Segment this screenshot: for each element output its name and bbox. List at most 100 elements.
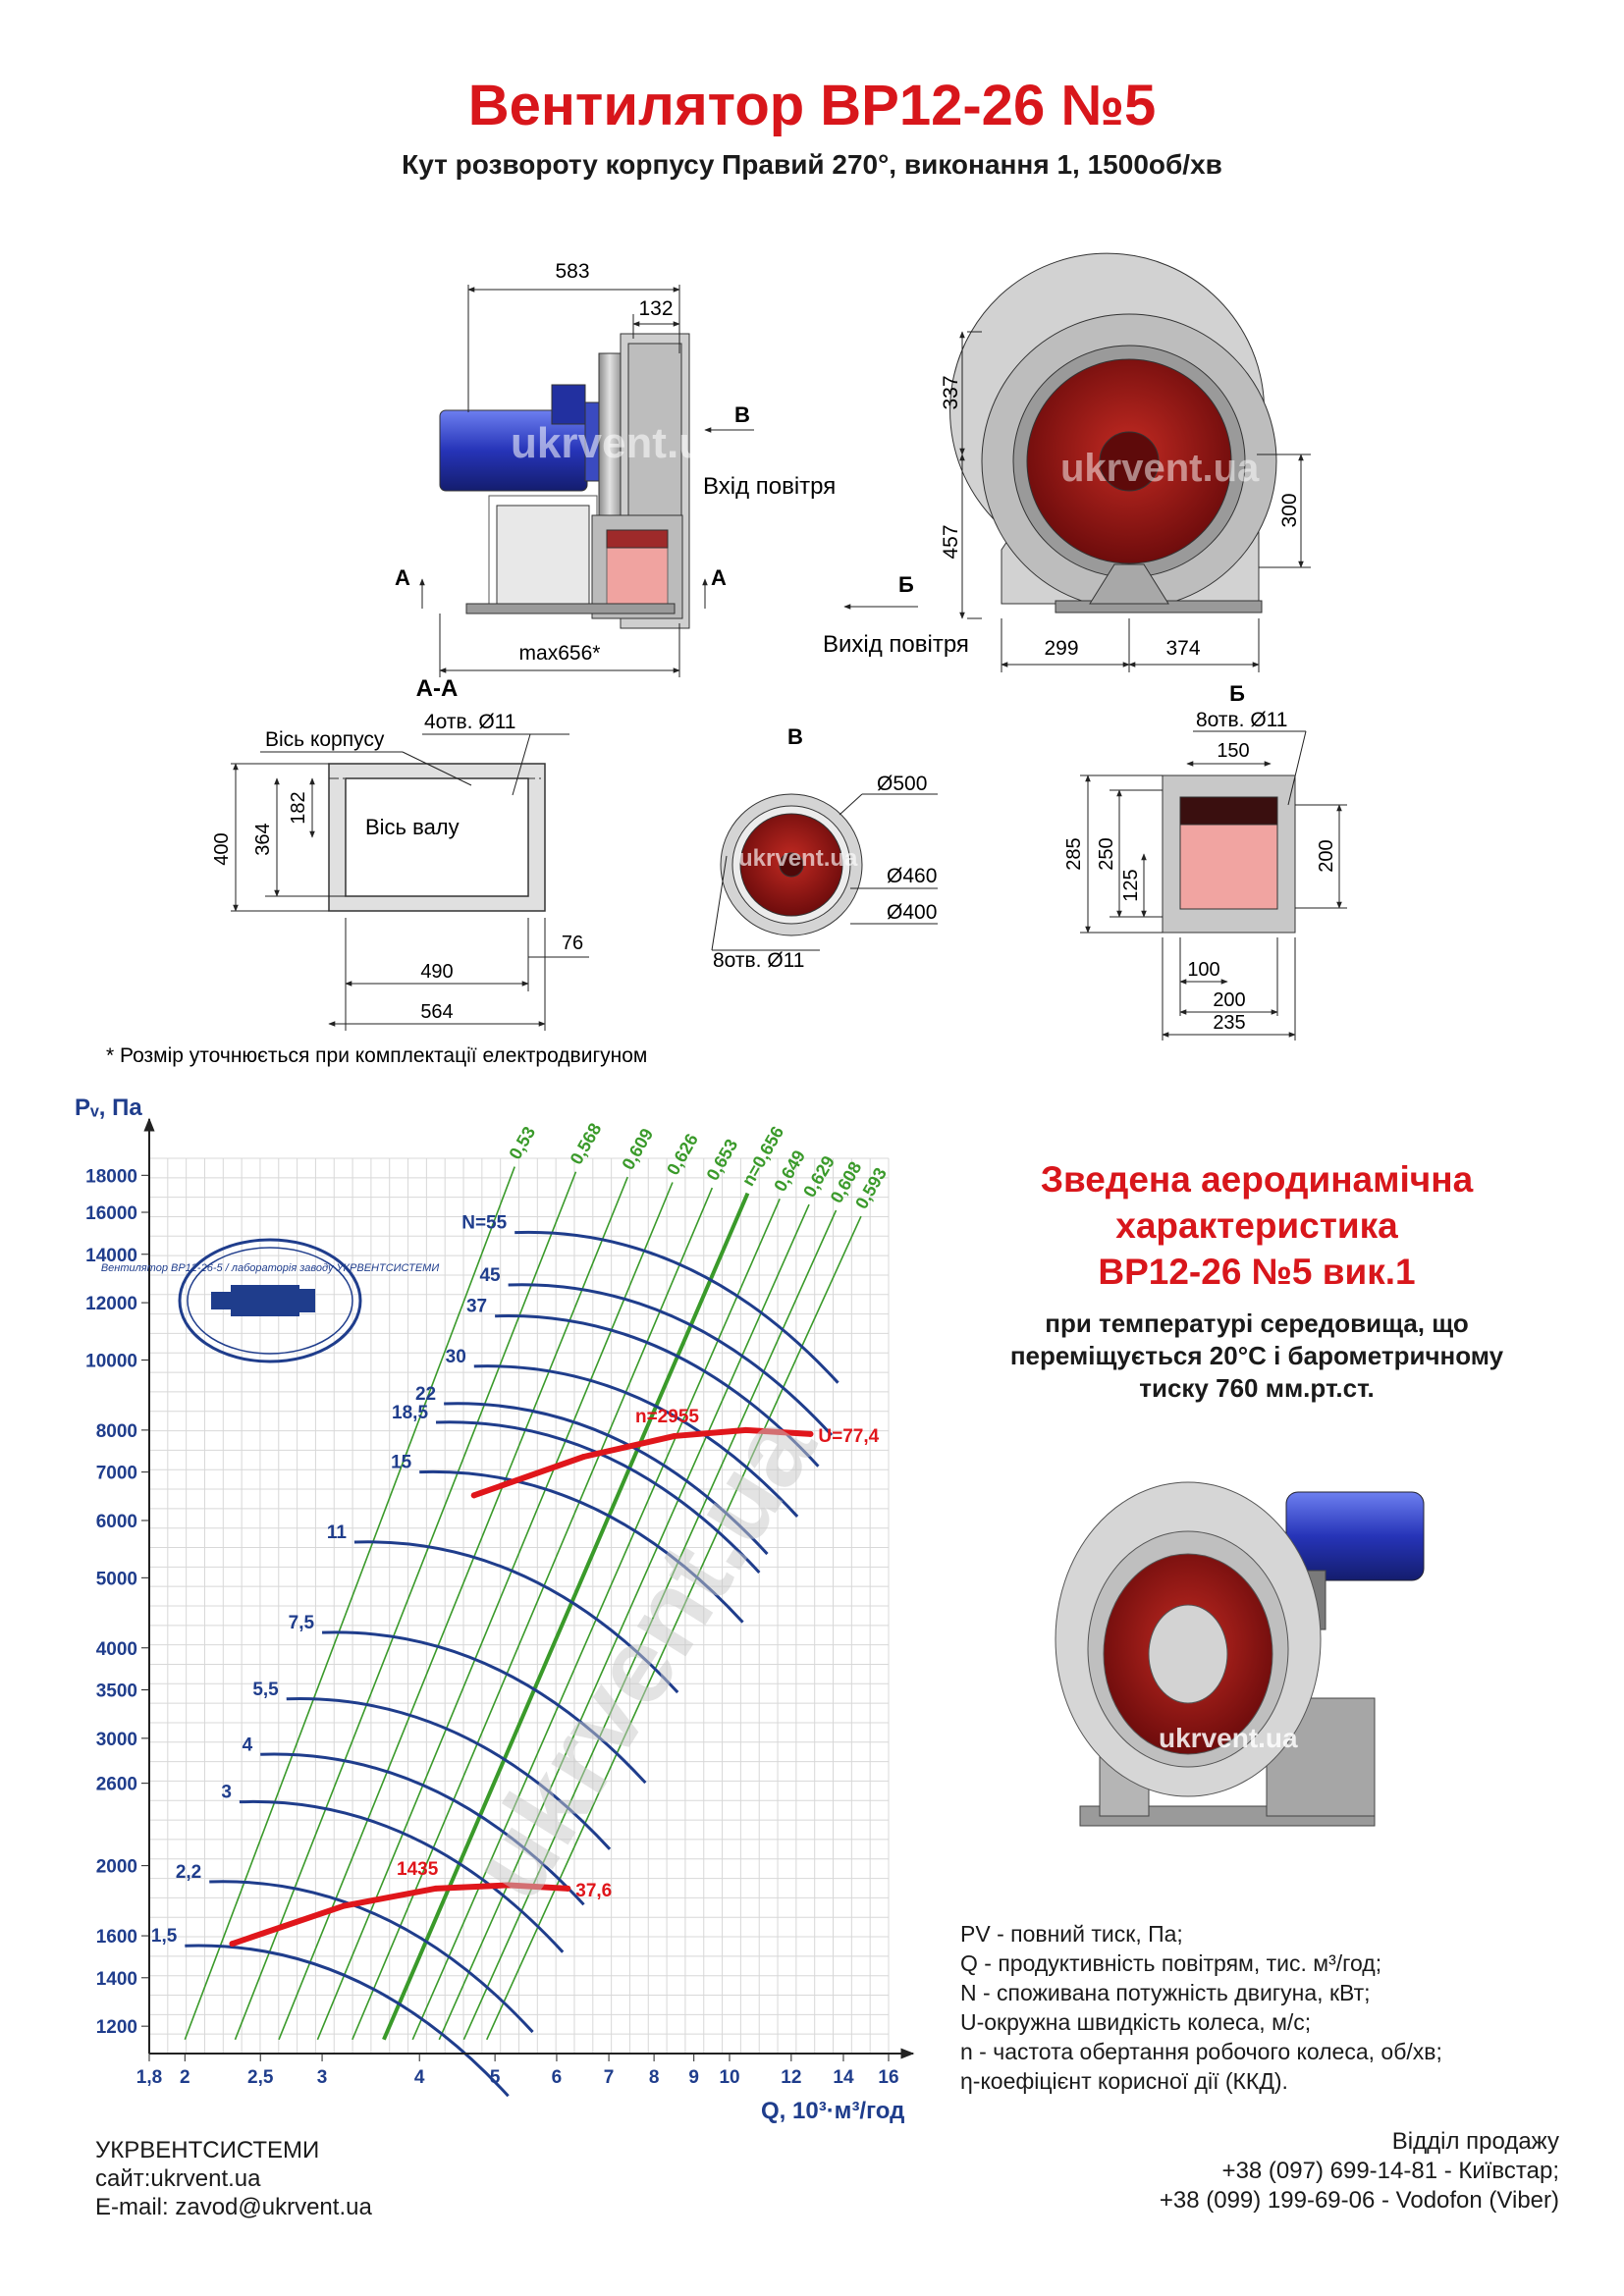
series-name-label: n=2955 [635,1407,699,1427]
efficiency-label: 0,609 [618,1125,657,1173]
dim-374: 374 [1165,637,1200,660]
y-tick-label: 16000 [85,1203,137,1224]
series-point [742,1426,749,1433]
dim-d460: Ø460 [887,865,937,887]
dim-337: 337 [940,375,962,409]
chart-series [229,1426,814,1948]
dim-564: 564 [420,1001,453,1023]
y-tick-label: 12000 [85,1294,137,1314]
efficiency-line [462,1209,838,2041]
chart-title-line-1: Зведена аеродинамічна [1040,1159,1474,1200]
side-view [439,333,690,629]
conditions-line-3: тиску 760 мм.рт.ст. [1139,1373,1375,1403]
dim-76: 76 [562,933,583,954]
product-watermark: ukrvent.ua [1159,1723,1298,1753]
x-tick-label: 12 [781,2067,801,2088]
chart-title-line-3: ВР12-26 №5 вик.1 [1098,1252,1416,1292]
dim-583: 583 [555,260,589,283]
series-point [341,1902,348,1909]
y-tick-label: 2000 [96,1857,137,1878]
section-a-marker-left: А [395,565,410,590]
dim-100: 100 [1187,959,1219,981]
dim-d500: Ø500 [877,773,927,795]
dim-200-horizontal: 200 [1213,989,1245,1011]
efficiency-label: 0,626 [663,1130,702,1178]
y-tick-label: 1200 [96,2017,137,2038]
company-site[interactable]: сайт:ukrvent.ua [95,2165,261,2192]
x-tick-label: 8 [649,2067,660,2088]
power-curve [495,1313,820,1468]
sales-contacts: Відділ продажу +38 (097) 699-14-81 - Киї… [1160,2127,1559,2216]
x-tick-label: 14 [833,2067,854,2088]
x-tick-label: 10 [719,2067,739,2088]
outlet-label: Вихід повітря [823,631,969,658]
dim-285: 285 [1063,837,1085,870]
series-point [671,1432,677,1439]
series-point [580,1454,587,1461]
watermark-v: ukrvent.ua [738,845,858,872]
power-curve [322,1630,647,1785]
series-point [229,1941,236,1948]
product-illustration: ukrvent.ua [1055,1481,1425,1827]
power-curve [435,1420,761,1575]
x-tick-label: 7 [604,2067,615,2088]
technical-drawings: ukrvent.ua 583 132 max656* В Вхід повітр… [106,252,1347,1067]
power-curve [209,1880,534,2034]
sales-phone-2[interactable]: +38 (099) 199-69-06 - Vodofon (Viber) [1159,2187,1559,2214]
dim-364: 364 [252,823,274,855]
power-curve [508,1283,834,1436]
legend-u: U-окружна швидкість колеса, м/с; [960,2009,1312,2035]
footnote: * Розмір уточнюється при комплектації ел… [106,1044,647,1067]
efficiency-line [438,1203,810,2041]
efficiency-label: 0,53 [505,1123,539,1162]
series-point [470,1492,477,1499]
power-label: 15 [391,1453,412,1473]
series-point [807,1430,814,1437]
x-tick-label: 2 [180,2067,190,2088]
sales-phone-1[interactable]: +38 (097) 699-14-81 - Київстар; [1221,2158,1559,2184]
dim-200-vertical: 200 [1316,839,1337,872]
chart-title: Зведена аеродинамічна характеристика ВР1… [923,1156,1591,1295]
power-curve [286,1697,612,1850]
conditions-line-2: переміщується 20°C і барометричному [1009,1341,1504,1370]
y-tick-label: 4000 [96,1639,137,1660]
holes-4-label: 4отв. Ø11 [424,711,515,733]
y-tick-label: 8000 [96,1421,137,1442]
legend: PV - повний тиск, Па; Q - продуктивність… [960,1919,1442,2096]
x-tick-label: 6 [552,2067,563,2088]
section-v-drawing [720,793,863,936]
series-end-label: 37,6 [575,1881,612,1901]
company-info: УКРВЕНТСИСТЕМИ сайт:ukrvent.ua E-mail: z… [95,2136,372,2221]
x-tick-label: 9 [688,2067,699,2088]
power-label: 18,5 [392,1403,428,1423]
page-title: Вентилятор ВР12-26 №5 [467,74,1157,137]
x-tick-label: 16 [878,2067,898,2088]
power-label: 3 [221,1783,232,1803]
y-tick-label: 18000 [85,1166,137,1187]
legend-n: N - споживана потужність двигуна, кВт; [960,1980,1371,2005]
company-email[interactable]: E-mail: zavod@ukrvent.ua [95,2194,372,2220]
x-tick-label: 1,8 [136,2067,162,2088]
section-aa-title: А-А [416,675,459,702]
efficiency-line [184,1166,515,2041]
power-label: 45 [479,1265,501,1286]
dim-125: 125 [1120,869,1142,901]
series-end-label: U=77,4 [818,1426,879,1447]
legend-q: Q - продуктивність повітрям, тис. м³/год… [960,1950,1382,1976]
power-label: 2,2 [176,1862,201,1883]
power-curves [185,1230,839,2098]
dim-d400: Ø400 [887,901,937,924]
power-curve [419,1469,744,1624]
y-tick-label: 5000 [96,1569,137,1589]
efficiency-label: 0,568 [567,1120,606,1168]
section-b-marker: В [734,402,750,427]
efficiency-label: 0,653 [702,1136,741,1184]
chart-watermark: ukrvent.ua [447,1392,839,1920]
power-curve [444,1402,769,1556]
dim-250: 250 [1096,837,1117,870]
efficiency-line [352,1187,714,2041]
power-label: 11 [327,1522,348,1543]
y-tick-label: 2600 [96,1775,137,1795]
